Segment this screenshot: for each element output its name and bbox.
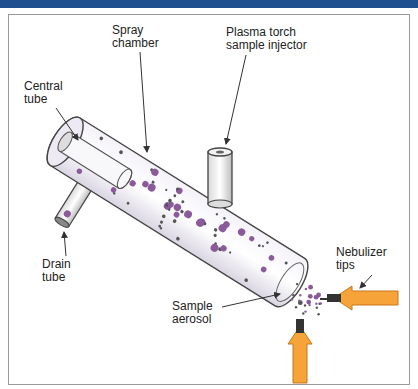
aerosol-droplet [284, 261, 288, 265]
aerosol-droplet [261, 245, 264, 248]
part-label: Plasma torch sample injector [226, 26, 326, 52]
aerosol-droplet [308, 285, 313, 290]
aerosol-droplet [302, 312, 304, 314]
aerosol-droplet [118, 150, 123, 155]
aerosol-droplet [316, 307, 318, 309]
aerosol-droplet [175, 186, 184, 195]
aerosol-droplet [315, 303, 317, 305]
aerosol-droplet [308, 294, 313, 299]
aerosol-droplet [150, 167, 160, 177]
aerosol-droplet [299, 294, 301, 296]
aerosol-droplet [295, 306, 297, 308]
aerosol-droplet [159, 220, 163, 224]
aerosol-droplet [266, 241, 270, 245]
aerosol-droplet [76, 168, 83, 175]
aerosol-droplet [195, 217, 206, 228]
aerosol-droplet [175, 236, 180, 241]
aerosol-droplet [159, 227, 162, 230]
aerosol-droplet [165, 188, 168, 191]
aerosol-droplet [180, 209, 185, 214]
part-label: Sample aerosol [172, 300, 224, 326]
nebulizer-tips [288, 286, 398, 383]
aerosol-droplet [175, 187, 179, 191]
frame [9, 15, 410, 385]
aerosol-droplet [304, 304, 306, 306]
aerosol-droplet [291, 298, 293, 300]
aerosol-droplet [128, 179, 137, 188]
leader-lines [56, 52, 372, 307]
aerosol-droplet [213, 228, 218, 233]
aerosol-droplet [209, 243, 220, 254]
aerosol-droplet [257, 244, 261, 248]
aerosol-droplet [151, 180, 155, 184]
part-label: Drain tube [42, 258, 94, 284]
aerosol-droplet [237, 227, 247, 237]
aerosol-droplet [244, 278, 249, 283]
plasma-torch-injector [208, 148, 232, 208]
aerosol-droplet [248, 235, 255, 242]
aerosol-droplet [215, 213, 218, 216]
part-label: Spray chamber [112, 24, 172, 50]
spray-chamber [40, 112, 315, 313]
aerosol-droplet [260, 266, 268, 274]
aerosol-droplet [173, 194, 177, 198]
aerosol-droplet [317, 313, 319, 315]
aerosol-droplet [172, 219, 177, 224]
aerosol-droplet [219, 244, 228, 253]
aerosol-droplet [99, 136, 104, 141]
aerosol-droplet [168, 198, 173, 203]
aerosol-droplet [298, 300, 303, 305]
aerosol-droplet [183, 209, 194, 220]
aerosol-droplet [308, 304, 310, 306]
aerosol-droplet [181, 200, 185, 204]
part-label: Nebulizer tips [336, 246, 404, 272]
aerosol-droplet [305, 288, 307, 290]
aerosol-droplet [141, 180, 150, 189]
part-label: Central tube [24, 80, 80, 106]
aerosol-droplet [316, 293, 321, 298]
aerosol-droplet [110, 186, 117, 193]
aerosol-droplet [126, 201, 130, 205]
aerosol-droplet [320, 302, 322, 304]
aerosol-droplet [173, 211, 181, 219]
aerosol-droplet [223, 216, 227, 220]
aerosol-droplet [213, 233, 217, 237]
aerosol-droplet [161, 214, 166, 219]
aerosol-droplet [222, 220, 231, 229]
aerosol-droplet [296, 283, 298, 285]
aerosol-droplet [268, 254, 276, 262]
header-bar [0, 0, 418, 8]
aerosol-droplet [229, 251, 232, 254]
aerosol-droplet [298, 300, 300, 302]
aerosol-droplet [306, 300, 311, 305]
aerosol-droplet [292, 294, 294, 296]
aerosol-droplet [168, 208, 171, 211]
aerosol-droplet [304, 310, 306, 312]
sample-aerosol [291, 283, 322, 316]
